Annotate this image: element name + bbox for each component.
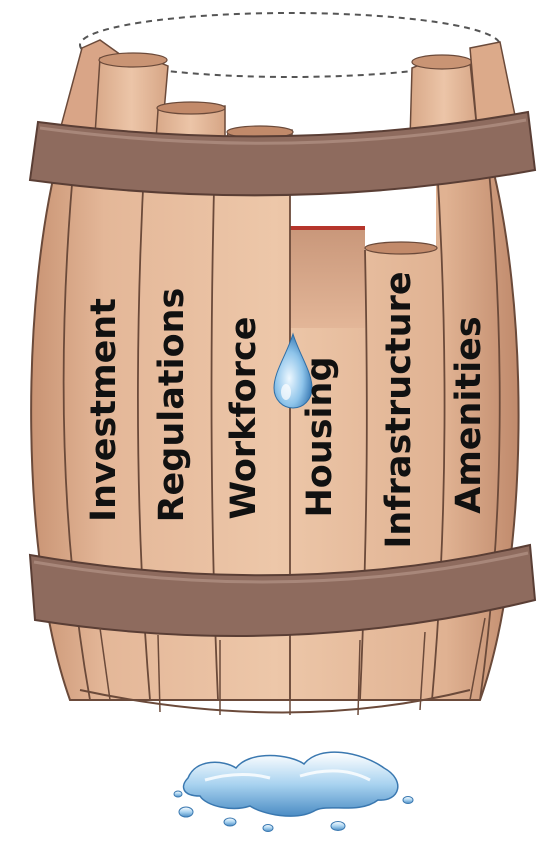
label-regulations: Regulations <box>152 288 192 523</box>
housing-stave-top <box>290 228 365 328</box>
label-housing: Housing <box>300 356 340 517</box>
label-workforce: Workforce <box>224 317 264 520</box>
label-investment: Investment <box>84 298 124 522</box>
water-puddle-icon <box>174 752 413 831</box>
label-infrastructure: Infrastructure <box>379 271 419 548</box>
label-amenities: Amenities <box>449 316 489 514</box>
